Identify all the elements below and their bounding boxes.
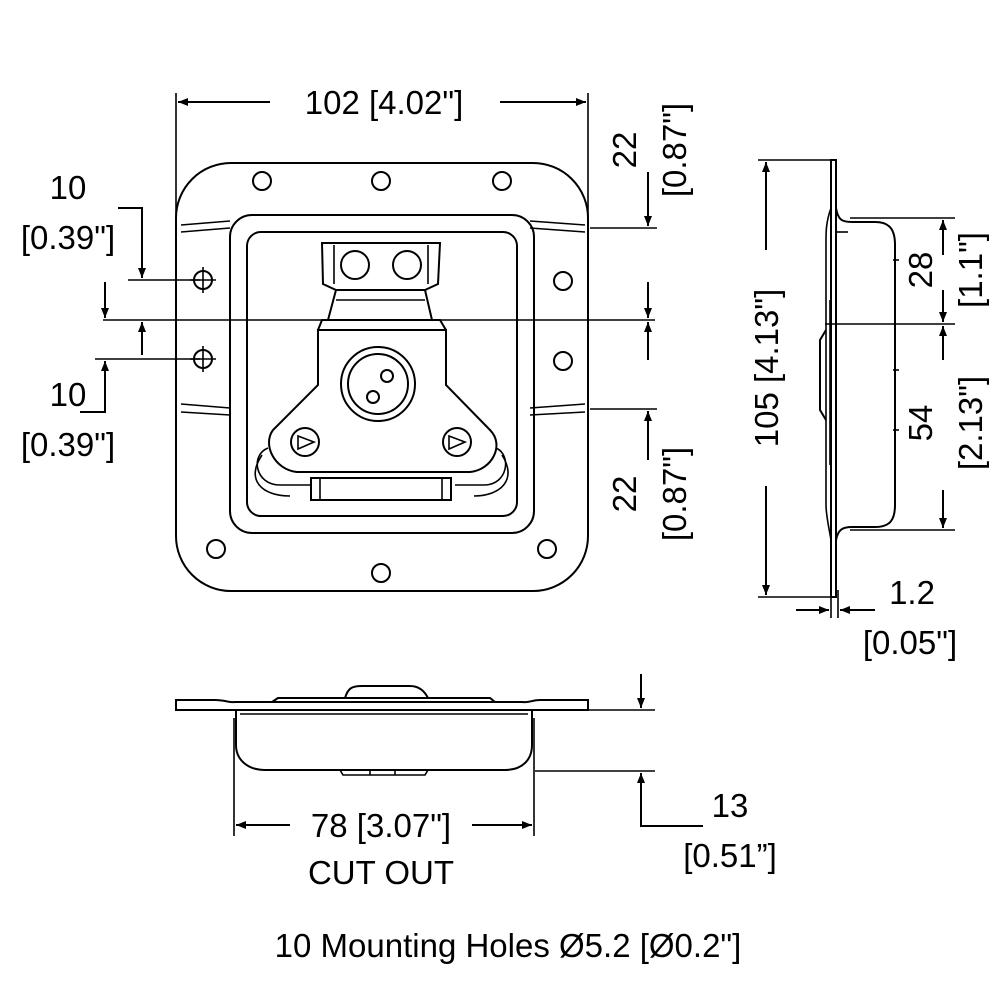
cutout-label: CUT OUT <box>308 854 454 891</box>
dim-depth-mm: 13 <box>712 787 749 824</box>
dim-left-bottom-mm: 10 <box>50 376 87 413</box>
mounting-holes <box>190 171 573 583</box>
dim-cutout-width: 78 [3.07"] <box>311 807 451 844</box>
dim-right-bottom-mm: 22 <box>606 476 643 513</box>
side-view <box>758 159 955 618</box>
dim-thickness-in: [0.05"] <box>863 624 957 661</box>
mounting-holes-note: 10 Mounting Holes Ø5.2 [Ø0.2"] <box>275 927 742 964</box>
dim-left-top-mm: 10 <box>50 169 87 206</box>
dim-left-top-in: [0.39"] <box>21 219 115 256</box>
latch-hook <box>317 242 447 331</box>
bottom-view <box>175 674 703 836</box>
dim-width-top: 102 [4.02"] <box>305 84 464 121</box>
dim-side-height: 105 [4.13"] <box>748 289 785 448</box>
dim-side-upper-in: [1.1"] <box>952 232 989 308</box>
front-view <box>80 93 657 592</box>
dish-inner <box>246 231 518 517</box>
dim-right-top-in: [0.87"] <box>656 103 693 197</box>
dim-right-top-mm: 22 <box>606 132 643 169</box>
butterfly-plate <box>254 329 509 501</box>
dim-side-upper-mm: 28 <box>902 252 939 289</box>
dim-left-bottom-in: [0.39"] <box>21 426 115 463</box>
dim-side-lower-mm: 54 <box>902 405 939 442</box>
dim-depth-in: [0.51”] <box>683 837 777 874</box>
outer-flange <box>175 162 589 592</box>
dim-side-lower-in: [2.13"] <box>952 376 989 470</box>
dish-outer <box>229 214 535 534</box>
dim-thickness-mm: 1.2 <box>889 574 935 611</box>
dim-right-bottom-in: [0.87"] <box>656 447 693 541</box>
